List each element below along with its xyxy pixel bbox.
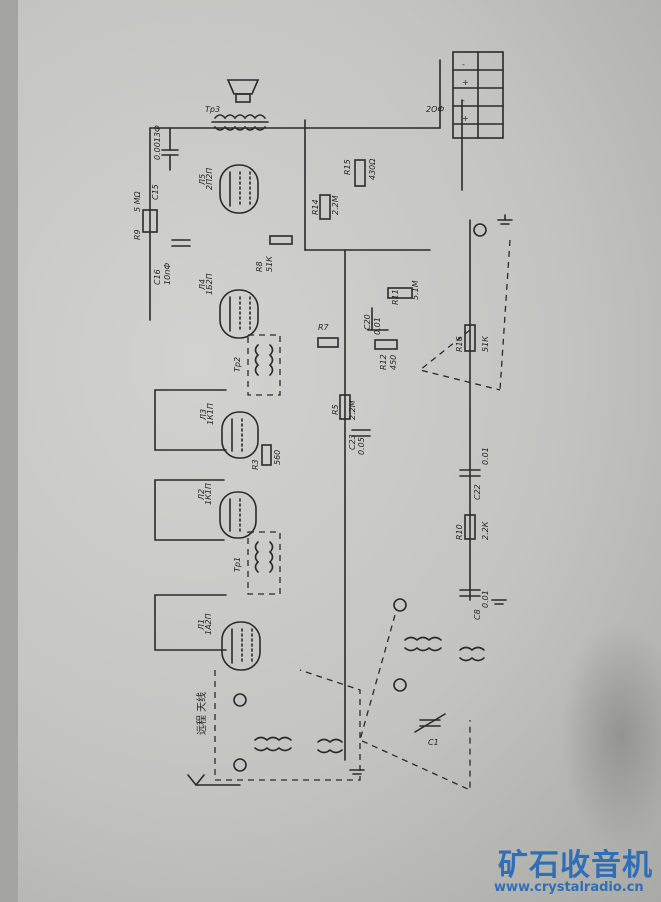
value-r15: 430Ω: [368, 158, 377, 180]
band-switch-3: [393, 598, 407, 612]
value-r14: 2.2М: [331, 195, 340, 215]
gang-linkage-right: [499, 239, 511, 391]
resistor-r5: [339, 394, 351, 420]
label-c1: C1: [428, 738, 439, 747]
label-c16: C16: [153, 269, 162, 285]
speaker-icon: [226, 79, 260, 103]
watermark-title: 矿石收音机: [498, 848, 653, 883]
gang-linkage-rf: [214, 669, 361, 781]
label-l4: Л4: [198, 279, 207, 291]
value-r3: 560: [273, 450, 282, 465]
terminal-caption: 2ОФ: [426, 105, 444, 114]
output-transformer: [211, 114, 269, 131]
value-r9: 5 МΩ: [133, 190, 142, 212]
terminal-row-1: -: [462, 60, 465, 69]
type-l3: 1К1П: [206, 403, 215, 425]
ground-icon-2: [491, 599, 507, 605]
value-r11: 5.1М: [411, 280, 420, 300]
type-l5: 2П2П: [205, 168, 214, 190]
label-l1: Л1: [197, 619, 206, 631]
label-r15: R15: [343, 159, 352, 175]
resistor-r16: [464, 324, 476, 352]
label-r16: R16: [455, 336, 464, 352]
label-r11: R11: [391, 289, 400, 305]
label-l5: Л5: [198, 174, 207, 186]
gang-linkage-lower: [359, 614, 471, 792]
antenna-icon: [187, 774, 205, 787]
value-r8: 51К: [265, 256, 274, 272]
resistor-r9: [142, 209, 158, 233]
band-switch-2: [233, 758, 247, 772]
terminal-row-3: -: [462, 96, 465, 105]
value-c20: 0.01: [373, 317, 382, 335]
band-switch-4: [393, 678, 407, 692]
label-c20: C20: [363, 314, 372, 330]
label-c22: C22: [473, 484, 482, 500]
resistor-r10: [464, 514, 476, 540]
band-switch-5: [473, 223, 487, 237]
value-c8: 0.01: [481, 590, 490, 608]
resistor-r14: [319, 194, 331, 220]
resistor-r15: [354, 159, 366, 187]
label-c23: C23: [348, 434, 357, 450]
ground-icon: [497, 214, 513, 225]
band-switch: [233, 693, 247, 707]
label-r7: R7: [318, 323, 330, 332]
label-c8: C8: [473, 609, 482, 620]
value-c23: 0.05: [357, 437, 366, 455]
label-l2: Л2: [197, 489, 206, 501]
value-r12: 450: [389, 355, 398, 370]
tube-l1: [221, 621, 261, 671]
paper-stain: [560, 620, 661, 850]
terminal-row-2: +: [462, 78, 469, 87]
type-l4: 1Б2П: [205, 273, 214, 295]
label-r3: R3: [251, 459, 260, 470]
osc-coil: [404, 636, 442, 642]
resistor-r11: [387, 287, 413, 299]
label-r9: R9: [133, 229, 142, 240]
if-transformer-tp1: [247, 531, 281, 595]
value-c15: 0.0013Ф: [153, 125, 162, 160]
resistor-r3: [261, 444, 272, 466]
tube-l2: [219, 491, 257, 539]
resistor-r7: [317, 337, 339, 348]
value-c22: 0.01: [481, 447, 490, 465]
terminal-block: [452, 51, 504, 139]
ground-icon-3: [349, 769, 365, 775]
label-r12: R12: [379, 354, 388, 370]
label-tp1: Tp1: [233, 557, 242, 572]
if-transformer-tp2: [247, 334, 281, 396]
label-r14: R14: [311, 199, 320, 215]
label-l3: Л3: [199, 409, 208, 421]
label-c15: C15: [151, 184, 160, 200]
label-tp2: Tp2: [233, 357, 242, 372]
value-c16: 10пФ: [163, 263, 172, 285]
label-r5: R5: [331, 404, 340, 415]
resistor-r8: [269, 235, 293, 245]
resistor-r12: [374, 339, 398, 350]
antenna-label: 远程 天线: [195, 692, 208, 735]
label-tp3: Tp3: [205, 105, 220, 114]
value-r16: 51К: [481, 336, 490, 352]
type-l2: 1К1П: [204, 483, 213, 505]
watermark-url: www.crystalradio.cn: [494, 880, 644, 895]
tube-l4: [219, 289, 259, 339]
value-r5: 2.2М: [348, 400, 357, 420]
label-r8: R8: [255, 261, 264, 272]
antenna-coil: [254, 736, 292, 742]
tube-l3: [221, 411, 259, 459]
tube-l5: [219, 164, 259, 214]
terminal-row-4: +: [462, 114, 469, 123]
value-r10: 2.2К: [481, 521, 490, 540]
type-l1: 1А2П: [204, 613, 213, 635]
label-r10: R10: [455, 524, 464, 540]
paper-edge: [0, 0, 18, 902]
